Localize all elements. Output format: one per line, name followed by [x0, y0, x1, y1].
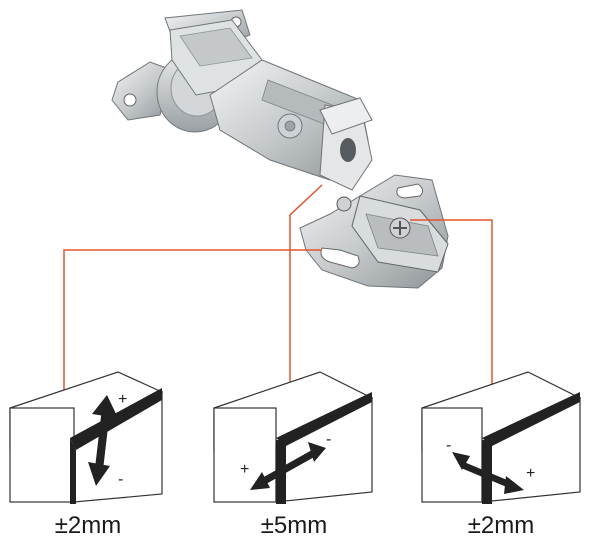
- minus-sign: -: [326, 431, 331, 448]
- leader-line-vertical: [63, 249, 322, 410]
- leader-line-depth: [289, 184, 323, 405]
- panel-vertical-adjustment: + -: [9, 371, 164, 504]
- panel-depth-adjustment: - +: [213, 371, 374, 504]
- plus-sign: +: [118, 391, 127, 408]
- minus-sign: -: [446, 437, 451, 454]
- adjustment-arrow-icon: [88, 395, 118, 486]
- adjustment-arrow-icon: [452, 452, 524, 494]
- hinge-image: [111, 9, 449, 289]
- adjustment-arrow-icon: [250, 442, 326, 490]
- minus-sign: -: [118, 471, 123, 488]
- plus-sign: +: [526, 465, 535, 482]
- adjustment-label-vertical: ±2mm: [54, 512, 122, 539]
- panel-side-adjustment: - +: [421, 371, 582, 504]
- leader-line-side: [410, 219, 493, 405]
- adjustment-label-side: ±2mm: [467, 512, 535, 539]
- adjustment-label-depth: ±5mm: [260, 512, 328, 539]
- plus-sign: +: [240, 461, 249, 478]
